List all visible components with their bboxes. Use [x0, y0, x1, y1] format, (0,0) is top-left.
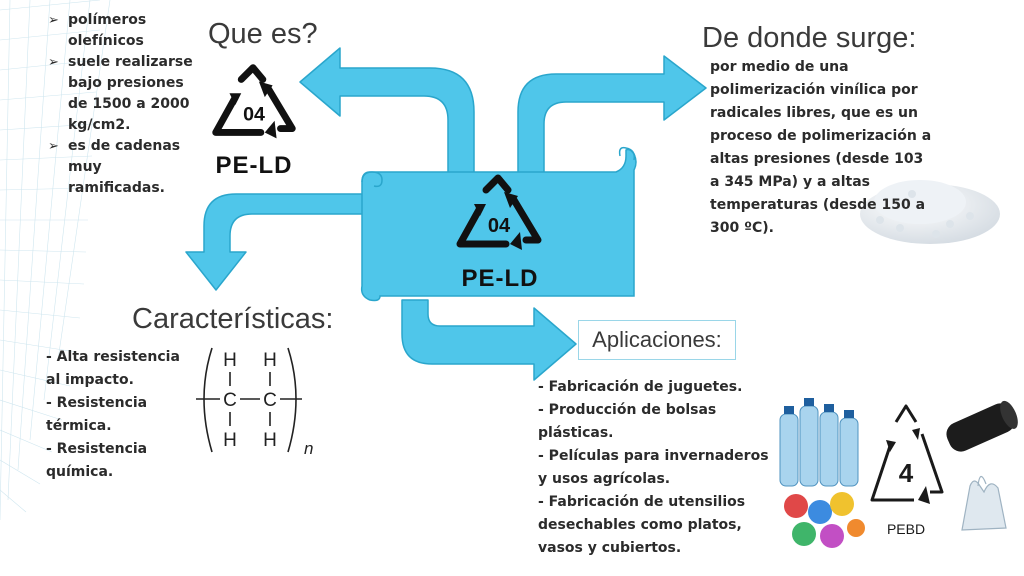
aplicaciones-title-box: Aplicaciones: [578, 320, 736, 360]
de-donde-text: por medio de una polimerización vinílica… [710, 59, 932, 236]
arrow-to-caracteristicas [185, 193, 381, 291]
bag-roll-and-plastic-bag-image [946, 400, 1018, 531]
pebd-code: 4 [899, 458, 914, 488]
central-symbol-label: PE-LD [461, 265, 539, 292]
recycle-code-small: 04 [243, 104, 265, 126]
pebd-recycle-icon: 4 PEBD [870, 404, 944, 537]
pellets-image [860, 180, 1000, 244]
bottles-and-caps-image [779, 398, 865, 548]
background-grid-decoration [0, 0, 111, 521]
formula-c-2: C [263, 390, 277, 411]
arrow-to-que-es [299, 47, 475, 181]
bullet-arrow-icon: ➢ [48, 13, 59, 28]
formula-h-top-1: H [223, 350, 237, 371]
title-aplicaciones: Aplicaciones: [592, 327, 722, 352]
recycle-code: 04 [488, 215, 511, 237]
caracteristicas-text: - Alta resistencia al impacto. - Resiste… [46, 349, 180, 480]
formula-subscript: n [304, 439, 313, 458]
title-de-donde-surge: De donde surge: [702, 22, 917, 54]
arrow-to-aplicaciones [401, 299, 577, 381]
small-symbol-label: PE-LD [215, 152, 293, 179]
formula-h-bottom-2: H [263, 430, 277, 451]
aplicaciones-text: - Fabricación de juguetes. - Producción … [538, 379, 769, 556]
arrow-to-de-donde [517, 55, 707, 181]
title-caracteristicas: Características: [132, 303, 334, 335]
bullet-arrow-icon: ➢ [48, 55, 59, 70]
recycle-04-icon-small: 04 [212, 64, 296, 139]
formula-h-bottom-1: H [223, 430, 237, 451]
pebd-label: PEBD [887, 521, 925, 537]
formula-c-1: C [223, 390, 237, 411]
central-scroll-banner [360, 146, 637, 302]
title-que-es: Que es? [208, 18, 318, 50]
recycle-04-icon: 04 [456, 174, 542, 250]
formula-h-top-2: H [263, 350, 277, 371]
bullet-arrow-icon: ➢ [48, 139, 59, 154]
polyethylene-formula: H H C C H H n [196, 347, 313, 458]
